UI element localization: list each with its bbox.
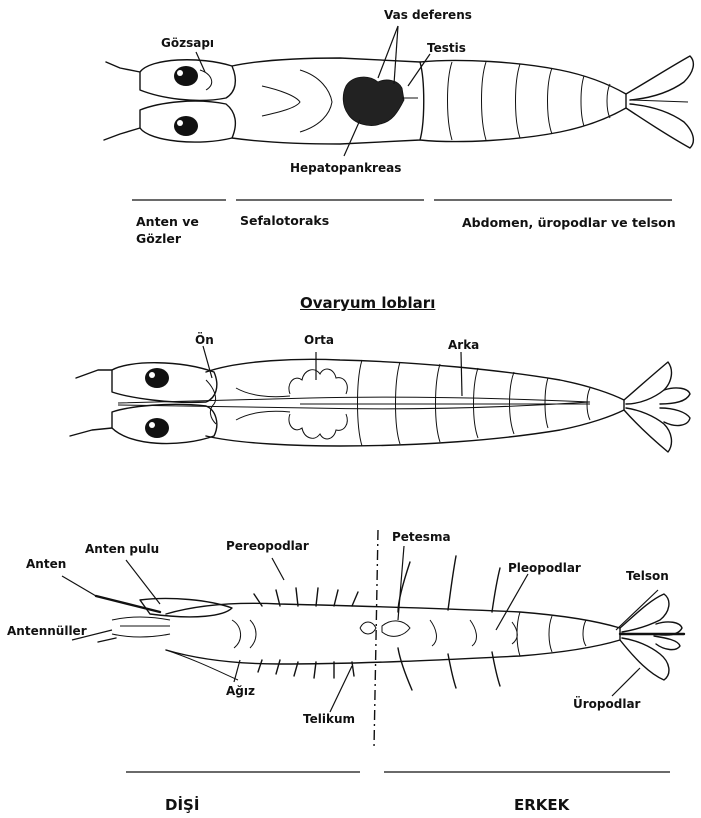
label-agiz: Ağız	[226, 685, 255, 697]
label-pleopodlar: Pleopodlar	[508, 562, 581, 574]
testis-leader	[408, 54, 430, 86]
label-anten: Anten	[26, 558, 66, 570]
label-antennuller: Antennüller	[7, 625, 87, 637]
anten-pulu-leader	[126, 560, 160, 604]
top-shrimp-drawing	[104, 56, 693, 148]
label-testis: Testis	[427, 42, 466, 54]
bottom-shrimp-drawing	[96, 556, 684, 690]
section-label-erkek: ERKEK	[514, 798, 569, 813]
label-arka: Arka	[448, 339, 479, 351]
section-label-sefalotoraks: Sefalotoraks	[240, 215, 329, 228]
label-petesma: Petesma	[392, 531, 451, 543]
hepatopankreas-leader	[344, 120, 360, 156]
middle-shrimp-drawing	[70, 359, 690, 452]
label-on: Ön	[195, 334, 214, 346]
label-telson: Telson	[626, 570, 669, 582]
on-leader	[203, 346, 212, 378]
label-pereopodlar: Pereopodlar	[226, 540, 309, 552]
section-label-disi: DİŞİ	[165, 798, 199, 813]
anten-leader	[62, 576, 96, 596]
label-vas-deferens: Vas deferens	[384, 9, 472, 21]
label-orta: Orta	[304, 334, 334, 346]
label-uropodlar: Üropodlar	[573, 698, 640, 710]
label-telikum: Telikum	[303, 713, 355, 725]
agiz-leader	[234, 660, 240, 682]
uropodlar-leader	[612, 668, 640, 696]
section-label-abdomen: Abdomen, üropodlar ve telson	[462, 217, 676, 230]
section-label-anten-gozler: Anten ve Gözler	[136, 214, 216, 248]
gozsapi-leader	[196, 52, 205, 72]
label-gozsapi: Gözsapı	[161, 37, 214, 49]
pereopodlar-leader	[272, 558, 284, 580]
pleopodlar-leader	[496, 574, 528, 630]
arka-leader	[461, 352, 462, 396]
label-hepatopankreas: Hepatopankreas	[290, 162, 401, 174]
heading-ovaryum-loblari: Ovaryum lobları	[300, 296, 435, 311]
sex-divider-line	[374, 530, 378, 748]
label-anten-pulu: Anten pulu	[85, 543, 159, 555]
